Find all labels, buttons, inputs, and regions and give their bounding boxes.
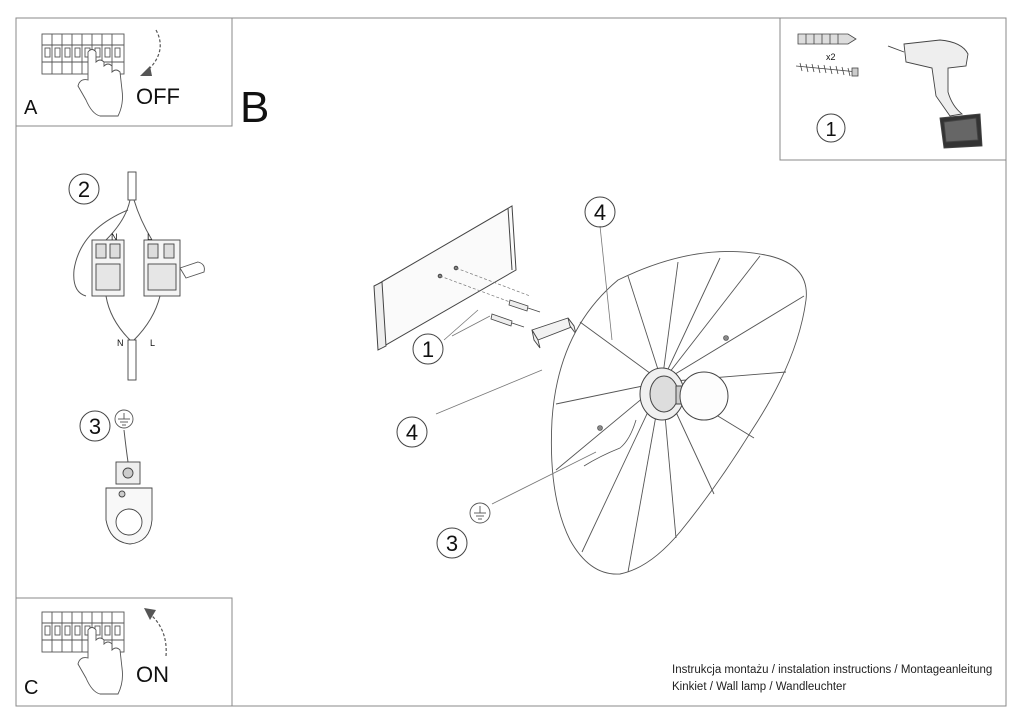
step-3-label: 3 (89, 414, 101, 439)
terminal-block-n (91, 239, 125, 297)
panel-c-action: ON (136, 662, 169, 687)
breaker-box-off-icon (41, 33, 125, 75)
panel-b-letter: B (240, 83, 269, 132)
step-2-circle (68, 173, 100, 205)
panel-a-action: OFF (136, 84, 180, 109)
lamp-shade (550, 251, 807, 575)
step-1-circle (816, 113, 846, 143)
arrow-up-icon (149, 613, 167, 657)
bulb-icon (675, 371, 729, 421)
footer-line-1: Instrukcja montażu / instalation instruc… (672, 664, 993, 676)
callout-4-top-circle (584, 196, 616, 228)
cable-bottom (127, 339, 137, 381)
arrow-head-down-icon (140, 66, 152, 76)
arrow-down-icon (145, 29, 161, 73)
screw-head (597, 425, 603, 431)
quantity-label: x2 (826, 52, 836, 62)
wall-plug-icon (797, 33, 857, 45)
screw-head (723, 335, 729, 341)
wire-l-down (133, 295, 161, 341)
callout-4-side: 4 (406, 420, 418, 445)
arrow-head-up-icon (144, 608, 156, 620)
screwdriver-hand-icon (179, 261, 205, 279)
shade-earth-wire (583, 419, 637, 467)
hand-icon (77, 49, 123, 117)
callout-4-top: 4 (594, 200, 606, 225)
drill-guide-line (439, 275, 511, 303)
tools-panel: x2 1 (779, 17, 1007, 161)
cable-top (127, 171, 137, 201)
earth-wire (73, 209, 129, 297)
step-1-tools-label: 1 (825, 119, 836, 141)
terminal-n-label: N (111, 232, 118, 242)
terminal-block-l (143, 239, 181, 297)
canopy (639, 367, 685, 421)
tools-panel-frame (779, 17, 1007, 161)
wire-n-down (105, 295, 131, 341)
panel-a-letter: A (24, 97, 38, 119)
leader-line (443, 309, 479, 341)
sheet-border (15, 17, 1007, 707)
ground-symbol-icon (469, 502, 491, 524)
terminal-n-lower-label: N (117, 338, 124, 348)
footer-caption: Instrukcja montażu / instalation instruc… (672, 662, 992, 696)
callout-1-circle (412, 333, 444, 365)
panel-c-frame (15, 597, 233, 707)
wire-to-n (105, 199, 131, 241)
wiring-diagram: 2 N L N L (68, 171, 205, 381)
terminal-l-label: L (147, 232, 152, 242)
mounting-template (373, 205, 517, 351)
leader-line (599, 225, 613, 341)
panel-c: C ON (15, 597, 233, 707)
earth-lead (123, 429, 129, 463)
wall-lamp-exploded-view: 4 1 4 3 (373, 196, 807, 575)
callout-4-side-circle (396, 416, 428, 448)
callout-3-ground: 3 (446, 531, 458, 556)
earth-terminal-icon (105, 461, 153, 545)
step-2-label: 2 (78, 177, 90, 202)
mounting-bracket (531, 317, 577, 349)
leader-line (491, 451, 597, 505)
drill-guide-line (455, 267, 531, 297)
panel-a-frame (15, 17, 233, 127)
callout-1-plate: 1 (422, 337, 434, 362)
footer-line-2: Kinkiet / Wall lamp / Wandleuchter (672, 681, 847, 693)
panel-a: A OFF (15, 17, 233, 127)
panel-c-letter: C (24, 677, 38, 699)
wire-to-l (133, 199, 153, 241)
leader-line (451, 315, 491, 337)
callout-3-circle (436, 527, 468, 559)
leader-line (435, 369, 543, 415)
step-3-circle (79, 410, 111, 442)
wall-plug (490, 299, 541, 328)
earth-connection-diagram: 3 (79, 409, 153, 545)
hand-icon (77, 627, 123, 695)
screw-icon (795, 62, 859, 77)
ground-symbol-icon (114, 409, 134, 429)
drill-icon (887, 39, 983, 149)
terminal-l-lower-label: L (150, 338, 155, 348)
